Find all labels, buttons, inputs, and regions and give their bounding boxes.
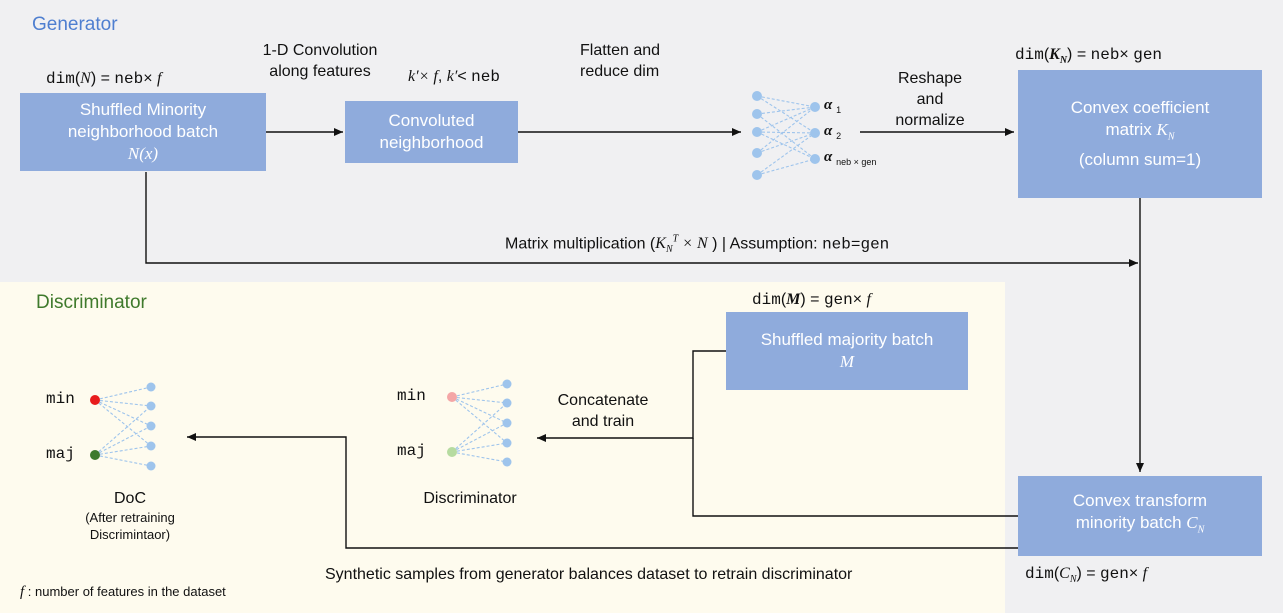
reshape-label-line2: and xyxy=(916,91,944,108)
shuffled-minority-box: Shuffled Minority neighborhood batch N(x… xyxy=(20,93,266,171)
doc-label-line1: DoC xyxy=(113,490,146,507)
footnote-label: f : number of features in the dataset xyxy=(20,584,226,600)
convolution-label-line2: along features xyxy=(269,63,371,80)
arrow-majority-to-discriminator xyxy=(537,350,726,442)
concatenate-line2: and train xyxy=(571,413,635,430)
convex-coef-line3: (column sum=1) xyxy=(1078,149,1202,169)
disc-maj-label: maj xyxy=(397,442,426,460)
convex-coefficient-box: Convex coefficient matrix KN (column sum… xyxy=(1018,70,1262,198)
shuffled-minority-math: N(x) xyxy=(127,144,159,163)
convex-transform-box: Convex transform minority batch CN xyxy=(1018,476,1262,556)
disc-min-label: min xyxy=(397,387,426,405)
discriminator-title: Discriminator xyxy=(36,292,147,313)
concatenate-label: Concatenate and train xyxy=(548,390,658,432)
doc-label-line2: (After retraining xyxy=(85,510,175,525)
convex-transform-line1: Convex transform xyxy=(1072,491,1208,511)
dim-c-label: dim(CN) = gen× f xyxy=(1025,565,1148,586)
arrow-synthetic-to-doc xyxy=(187,433,1018,549)
reshape-label-line1: Reshape xyxy=(897,70,963,87)
doc-maj-label: maj xyxy=(46,445,75,463)
shuffled-minority-line1: Shuffled Minority xyxy=(79,100,207,119)
convex-coef-line1: Convex coefficient xyxy=(1070,98,1210,118)
flatten-label: Flatten and reduce dim xyxy=(580,40,710,82)
doc-network xyxy=(90,382,156,471)
doc-min-label: min xyxy=(46,390,75,408)
convoluted-line1: Convoluted xyxy=(388,111,475,130)
alpha-1-label: α 1 xyxy=(824,97,842,115)
dim-k-label: dim(KN) = neb× gen xyxy=(1015,46,1163,67)
matrix-multiplication-label: Matrix multiplication (KNT × N ) | Assum… xyxy=(505,234,890,256)
arrow-matrix-multiplication xyxy=(145,172,1138,267)
convoluted-neighborhood-box: Convoluted neighborhood xyxy=(345,101,518,163)
convex-coef-line2: matrix KN xyxy=(1105,120,1175,143)
line-convex-transform-to-concat xyxy=(692,438,1018,517)
doc-label: DoC (After retraining Discrimintaor) xyxy=(60,488,200,543)
concatenate-line1: Concatenate xyxy=(557,392,649,409)
alpha-neb-gen-label: α neb × gen xyxy=(824,149,877,167)
doc-label-line3: Discrimintaor) xyxy=(89,527,171,542)
shuffled-minority-line2: neighborhood batch xyxy=(67,122,219,141)
reshape-label: Reshape and normalize xyxy=(870,68,990,131)
generator-title: Generator xyxy=(32,14,118,35)
convolution-label-line1: 1-D Convolution xyxy=(262,42,378,59)
discriminator-network xyxy=(447,379,512,467)
flatten-label-line2: reduce dim xyxy=(580,63,660,80)
dim-m-label: dim(M) = gen× f xyxy=(752,291,871,309)
convolution-label: 1-D Convolution along features xyxy=(230,40,410,82)
convex-transform-line2: minority batch CN xyxy=(1075,513,1205,536)
alpha-network xyxy=(752,91,820,180)
convoluted-line2: neighborhood xyxy=(379,133,484,152)
shuffled-majority-box: Shuffled majority batch M xyxy=(726,312,968,390)
discriminator-network-label: Discriminator xyxy=(423,490,517,507)
shuffled-majority-math: M xyxy=(839,352,855,371)
convolution-dim-label: k′× f, k′< neb xyxy=(408,68,500,86)
synthetic-samples-label: Synthetic samples from generator balance… xyxy=(325,566,853,583)
alpha-2-label: α 2 xyxy=(824,123,842,141)
flatten-label-line1: Flatten and xyxy=(580,42,661,59)
reshape-label-line3: normalize xyxy=(895,112,965,129)
generator-region-extension xyxy=(1005,282,1283,613)
dim-n-label: dim(N) = neb× f xyxy=(46,70,162,88)
shuffled-majority-line1: Shuffled majority batch xyxy=(760,330,934,349)
